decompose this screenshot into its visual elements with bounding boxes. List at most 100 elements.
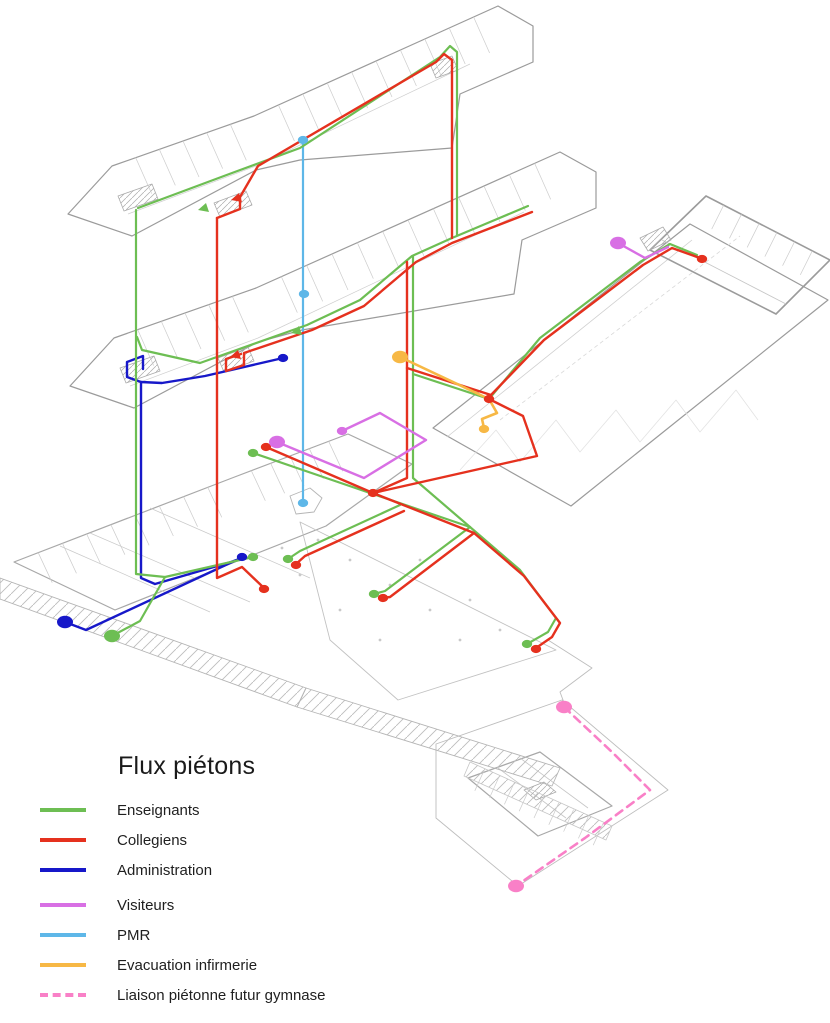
annex-corridor-line xyxy=(661,239,787,305)
collegiens-stair-drop-left xyxy=(215,216,266,590)
flow-collegiens xyxy=(215,52,702,650)
wing-inner-edge xyxy=(446,239,693,438)
collegiens-entry-dot xyxy=(290,560,302,570)
pmr-entry-dot xyxy=(298,289,310,299)
flow-visiteurs xyxy=(275,241,670,480)
legend-swatch-evacuation xyxy=(40,963,86,967)
annex-building-outline xyxy=(649,195,830,315)
room-divider-line xyxy=(183,496,198,527)
room-divider-line xyxy=(764,232,778,257)
sidewalk-strip-2 xyxy=(296,687,561,787)
room-divider-line xyxy=(159,505,174,537)
room-divider-line xyxy=(533,795,545,819)
room-divider-line xyxy=(433,208,450,245)
plaza-dot xyxy=(316,538,320,542)
courtyard-parking-boundary xyxy=(547,639,593,709)
enseignants-branch-2 xyxy=(372,525,472,596)
plaza-dot xyxy=(468,598,472,602)
legend-item-evacuation: Evacuation infirmerie xyxy=(40,956,460,974)
visiteurs-hall-loop xyxy=(275,411,428,480)
wing-hall-outline xyxy=(432,223,829,507)
room-divider-line xyxy=(509,174,526,211)
room-divider-line xyxy=(458,197,475,234)
liaison-entry-dot xyxy=(556,700,572,714)
room-divider-line xyxy=(161,321,178,358)
room-divider-line xyxy=(328,441,343,472)
room-divider-line xyxy=(534,163,551,200)
plaza-dot xyxy=(378,638,382,642)
enseignants-ground-corridor xyxy=(251,451,558,646)
collegiens-branch-1 xyxy=(294,509,406,566)
room-divider-line xyxy=(563,809,574,832)
pmr-entry-dot xyxy=(297,498,309,508)
ground-floor-plate xyxy=(13,433,413,611)
visiteurs-entry-dot xyxy=(610,236,626,250)
administration-stair-wrap xyxy=(125,354,145,384)
pmr-entry-dot xyxy=(297,135,309,145)
legend-item-pmr: PMR xyxy=(40,926,460,944)
level1-corridor-line xyxy=(129,211,525,387)
enseignants-entry-dot xyxy=(368,589,380,599)
legend-item-administration: Administration xyxy=(40,861,460,879)
collegiens-branch-2 xyxy=(381,531,476,600)
flow-lines xyxy=(63,44,702,888)
plaza-dot xyxy=(348,558,352,562)
enseignants-entry-dot xyxy=(104,629,120,643)
collegiens-entry-dot xyxy=(367,488,379,498)
collegiens-entry-dot xyxy=(483,394,495,404)
legend: Flux piétons Enseignants Collegiens Admi… xyxy=(40,752,460,1016)
legend-item-collegiens: Collegiens xyxy=(40,831,460,849)
elevator-footprint xyxy=(289,487,323,515)
visiteurs-entry-dot xyxy=(336,426,348,436)
legend-swatch-administration xyxy=(40,868,86,872)
room-divider-line xyxy=(278,104,295,142)
room-divider-line xyxy=(137,329,154,366)
ground-room-lines xyxy=(59,507,311,613)
room-divider-line xyxy=(711,204,725,230)
room-divider-line xyxy=(782,241,795,266)
legend-swatch-liaison xyxy=(40,993,86,997)
room-divider-line xyxy=(135,157,152,194)
room-divider-line xyxy=(400,49,417,87)
liaison-gymnase-path xyxy=(514,705,652,888)
room-divider-line xyxy=(331,253,349,291)
level2-corridor-line xyxy=(127,63,471,215)
plaza-dot xyxy=(298,573,302,577)
legend-item-liaison: Liaison piétonne futur gymnase xyxy=(40,986,460,1004)
evacuation-entry-dot xyxy=(478,424,490,434)
stair-core xyxy=(639,226,672,252)
room-divider-line xyxy=(62,543,77,574)
parking-outline xyxy=(435,699,669,887)
entry-dots xyxy=(57,135,708,893)
room-divider-line xyxy=(289,455,305,487)
legend-label: Administration xyxy=(117,861,213,879)
legend-swatch-enseignants xyxy=(40,808,86,812)
room-divider-line xyxy=(184,312,202,350)
visiteurs-entry-dot xyxy=(269,435,285,449)
room-divider-line xyxy=(483,185,501,223)
room-divider-line xyxy=(306,265,323,302)
legend-item-enseignants: Enseignants xyxy=(40,801,460,819)
flow-direction-arrow xyxy=(231,193,242,202)
room-divider-line xyxy=(746,223,760,248)
legend-swatch-visiteurs xyxy=(40,903,86,907)
plaza-dot xyxy=(428,608,432,612)
enseignants-entry-dot xyxy=(282,554,294,564)
legend-label: Liaison piétonne futur gymnase xyxy=(117,986,326,1004)
building-linework xyxy=(0,5,830,887)
collegiens-entry-dot xyxy=(258,584,270,594)
room-divider-line xyxy=(548,802,560,825)
legend-label: Collegiens xyxy=(117,831,188,849)
plaza-dot xyxy=(418,558,422,562)
legend-title: Flux piétons xyxy=(118,752,256,780)
room-divider-line xyxy=(326,82,344,120)
room-divider-line xyxy=(302,93,320,131)
administration-entry-dot xyxy=(57,615,73,629)
room-divider-line xyxy=(159,149,176,186)
stair-core xyxy=(213,190,253,218)
evacuation-entry-dot xyxy=(392,350,408,364)
room-divider-line xyxy=(309,448,324,479)
enseignants-entry-path xyxy=(110,575,167,638)
enseignants-entry-dot xyxy=(247,552,259,562)
enseignants-entry-dot xyxy=(247,448,259,458)
